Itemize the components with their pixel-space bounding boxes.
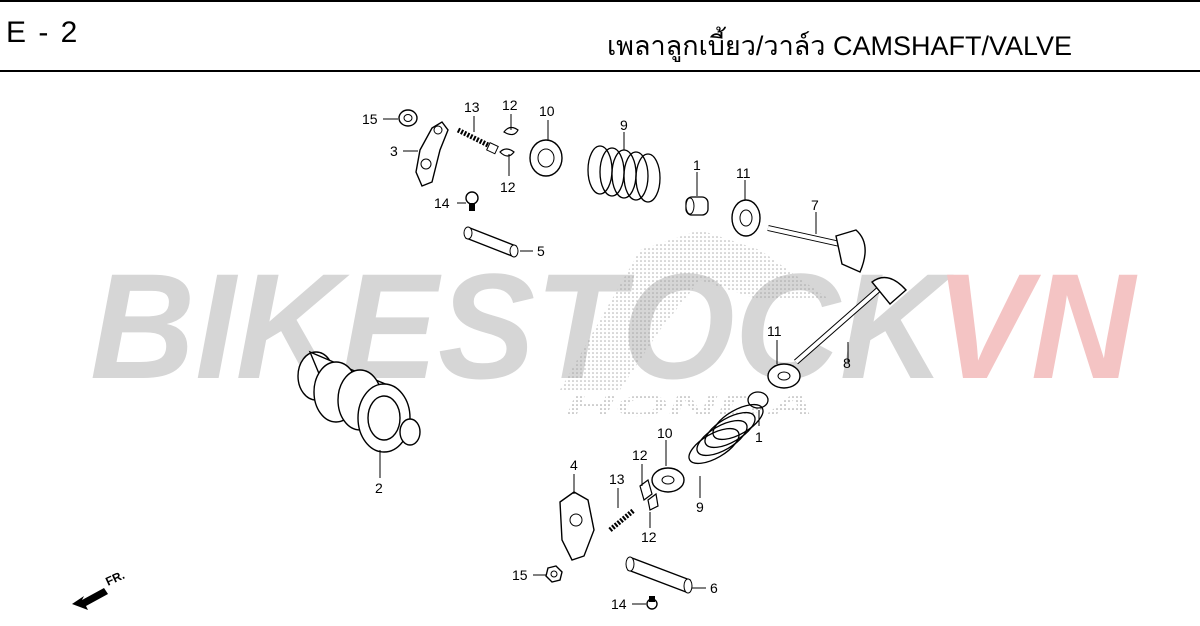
part-10-retainer-lower — [651, 467, 685, 493]
part-9-spring-lower — [688, 403, 764, 465]
callout-1: 1 — [755, 429, 763, 445]
front-label: FR. — [103, 568, 126, 589]
part-4-rocker-arm-lower — [559, 491, 595, 561]
callout-11: 11 — [767, 323, 782, 339]
part-15-nut-lower — [545, 565, 563, 583]
front-indicator: FR. — [72, 568, 127, 610]
watermark: BIKESTOCK VN HONDA — [90, 230, 1138, 423]
part-11-seat-upper — [731, 199, 761, 237]
part-2-camshaft — [297, 350, 421, 453]
callout-13: 13 — [464, 99, 480, 115]
part-10-retainer-upper — [529, 139, 563, 177]
callout-6: 6 — [710, 580, 718, 596]
callout-9: 9 — [620, 117, 628, 133]
part-7-intake-valve — [767, 225, 866, 273]
callout-2: 2 — [375, 480, 383, 496]
part-1-stem-seal-upper — [685, 196, 709, 216]
watermark-accent: VN — [935, 242, 1138, 410]
callout-14: 14 — [611, 596, 627, 612]
callout-15: 15 — [362, 111, 378, 127]
callout-10: 10 — [539, 103, 555, 119]
part-12-cotter-lower — [639, 478, 659, 511]
part-15-nut-upper — [398, 109, 418, 127]
callout-14: 14 — [434, 195, 450, 211]
callout-11: 11 — [736, 165, 751, 181]
page-code: E - 2 — [6, 16, 80, 49]
watermark-text: BIKESTOCK — [90, 242, 954, 410]
part-12-cotter-upper — [499, 126, 519, 157]
part-9-spring-upper — [587, 145, 661, 203]
honda-wing-logo — [560, 230, 830, 390]
callout-12: 12 — [632, 447, 648, 463]
part-6-rocker-shaft-lower — [625, 556, 693, 594]
part-11-seat-lower — [767, 363, 801, 389]
callout-10: 10 — [657, 425, 673, 441]
part-14-bolt-upper — [465, 191, 479, 211]
callout-7: 7 — [811, 197, 819, 213]
callout-12: 12 — [641, 529, 657, 545]
part-3-rocker-arm — [415, 121, 449, 187]
part-8-exhaust-valve — [794, 276, 907, 365]
callout-9: 9 — [696, 499, 704, 515]
callout-1: 1 — [693, 157, 701, 173]
part-14-bolt-lower — [646, 596, 658, 610]
callout-3: 3 — [390, 143, 398, 159]
callout-5: 5 — [537, 243, 545, 259]
callout-8: 8 — [843, 355, 851, 371]
part-5-rocker-shaft — [463, 226, 519, 258]
callout-4: 4 — [570, 457, 578, 473]
callout-15: 15 — [512, 567, 528, 583]
arrow-icon — [72, 588, 108, 610]
callout-13: 13 — [609, 471, 625, 487]
parts-diagram: BIKESTOCK VN HONDA — [72, 97, 1138, 612]
callout-12: 12 — [502, 97, 518, 113]
honda-logo-text: HONDA — [565, 390, 815, 423]
callout-12: 12 — [500, 179, 516, 195]
page-title: เพลาลูกเบี้ยว/วาล์ว CAMSHAFT/VALVE — [606, 31, 1072, 61]
callout-numbers: 15 3 13 12 12 10 9 1 11 7 14 5 11 8 1 10… — [362, 97, 851, 612]
part-13-adjusting-screw-upper — [456, 127, 499, 155]
leader-lines — [379, 114, 849, 605]
part-13-adjusting-screw-lower — [608, 508, 636, 532]
page-header: E - 2 เพลาลูกเบี้ยว/วาล์ว CAMSHAFT/VALVE — [0, 0, 1200, 72]
